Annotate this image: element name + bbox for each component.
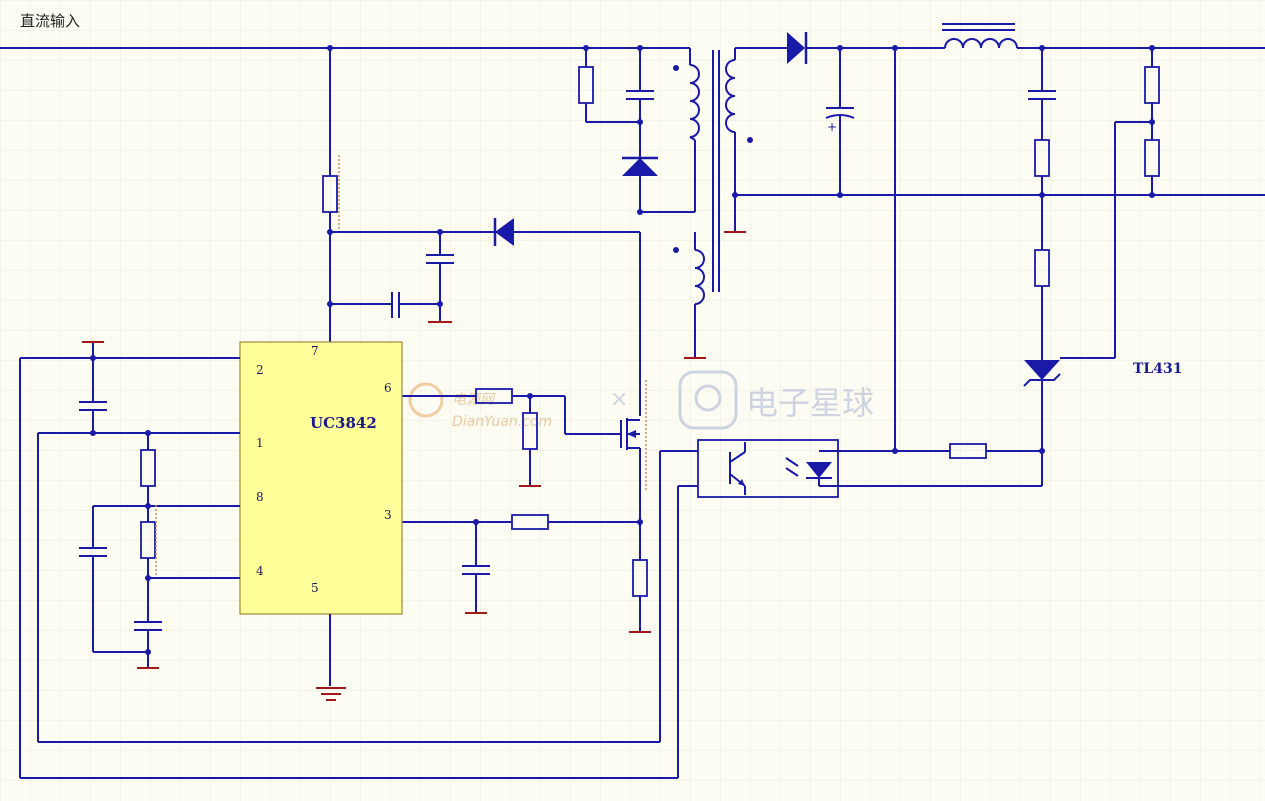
dc-input-label: 直流输入 [20, 12, 80, 30]
compensation-timing [20, 341, 240, 669]
led-icon [806, 462, 832, 478]
svg-text:电子星球: 电子星球 [746, 384, 874, 422]
pin-6-label: 6 [384, 381, 392, 395]
startup-resistor [322, 48, 340, 342]
pin-1-label: 1 [256, 436, 264, 450]
svg-text:电源网: 电源网 [452, 392, 496, 408]
pin-3-label: 3 [384, 508, 392, 522]
current-sense [402, 514, 640, 614]
flyback-transformer [673, 48, 753, 359]
svg-text:DianYuan.com: DianYuan.com [452, 414, 552, 430]
optocoupler [660, 439, 1042, 498]
tl431-label: TL431 [1133, 361, 1183, 377]
gate-drive [402, 388, 566, 487]
snubber-diode-icon [622, 158, 658, 176]
uc3842-chip: UC3842 7 2 1 8 4 5 6 3 [239, 341, 403, 701]
aux-diode-icon [495, 218, 514, 246]
feedback-network: TL431 [895, 48, 1183, 486]
tl431-icon [1024, 360, 1060, 380]
svg-text:+: + [827, 120, 837, 134]
pin-4-label: 4 [256, 564, 264, 578]
robot-logo-icon [678, 370, 738, 430]
pin-8-label: 8 [256, 490, 264, 504]
output-diode-icon [787, 32, 805, 64]
uc3842-label: UC3842 [310, 414, 377, 432]
pin-5-label: 5 [311, 581, 319, 595]
vcc-aux-supply [330, 218, 640, 323]
svg-text:×: × [610, 387, 628, 412]
power-mosfet [565, 232, 651, 633]
pin-7-label: 7 [311, 344, 319, 358]
watermark: 电源网 DianYuan.com × 电子星球 [408, 370, 874, 430]
rcd-snubber [578, 48, 696, 215]
feedback-return-loops [19, 358, 679, 779]
pin-2-label: 2 [256, 363, 264, 377]
secondary-output: + [735, 23, 1265, 454]
